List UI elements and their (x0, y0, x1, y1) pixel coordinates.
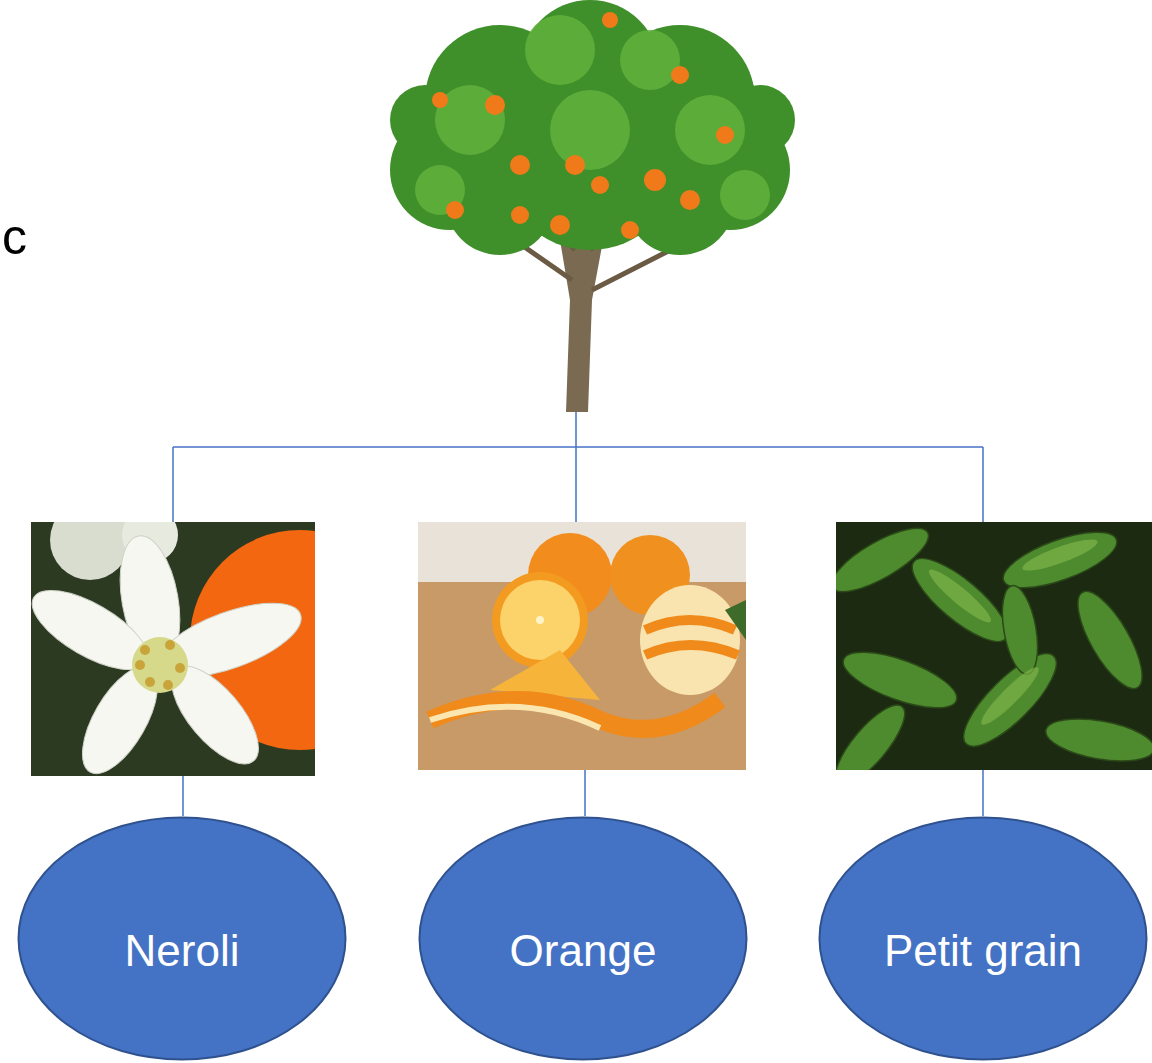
node-label: Petit grain (884, 927, 1082, 975)
ellipse-node: Neroli (17, 816, 347, 1061)
node-label: Neroli (125, 927, 240, 975)
orange-peel-photo (418, 522, 746, 770)
neroli-flower-photo (31, 522, 315, 776)
node-label: Orange (510, 927, 657, 975)
orange-tree (390, 0, 795, 412)
title-fragment: c (2, 212, 27, 262)
ellipse-node: Orange (418, 816, 748, 1061)
orange-leaves-photo (836, 522, 1152, 770)
ellipse-node: Petit grain (818, 816, 1148, 1061)
